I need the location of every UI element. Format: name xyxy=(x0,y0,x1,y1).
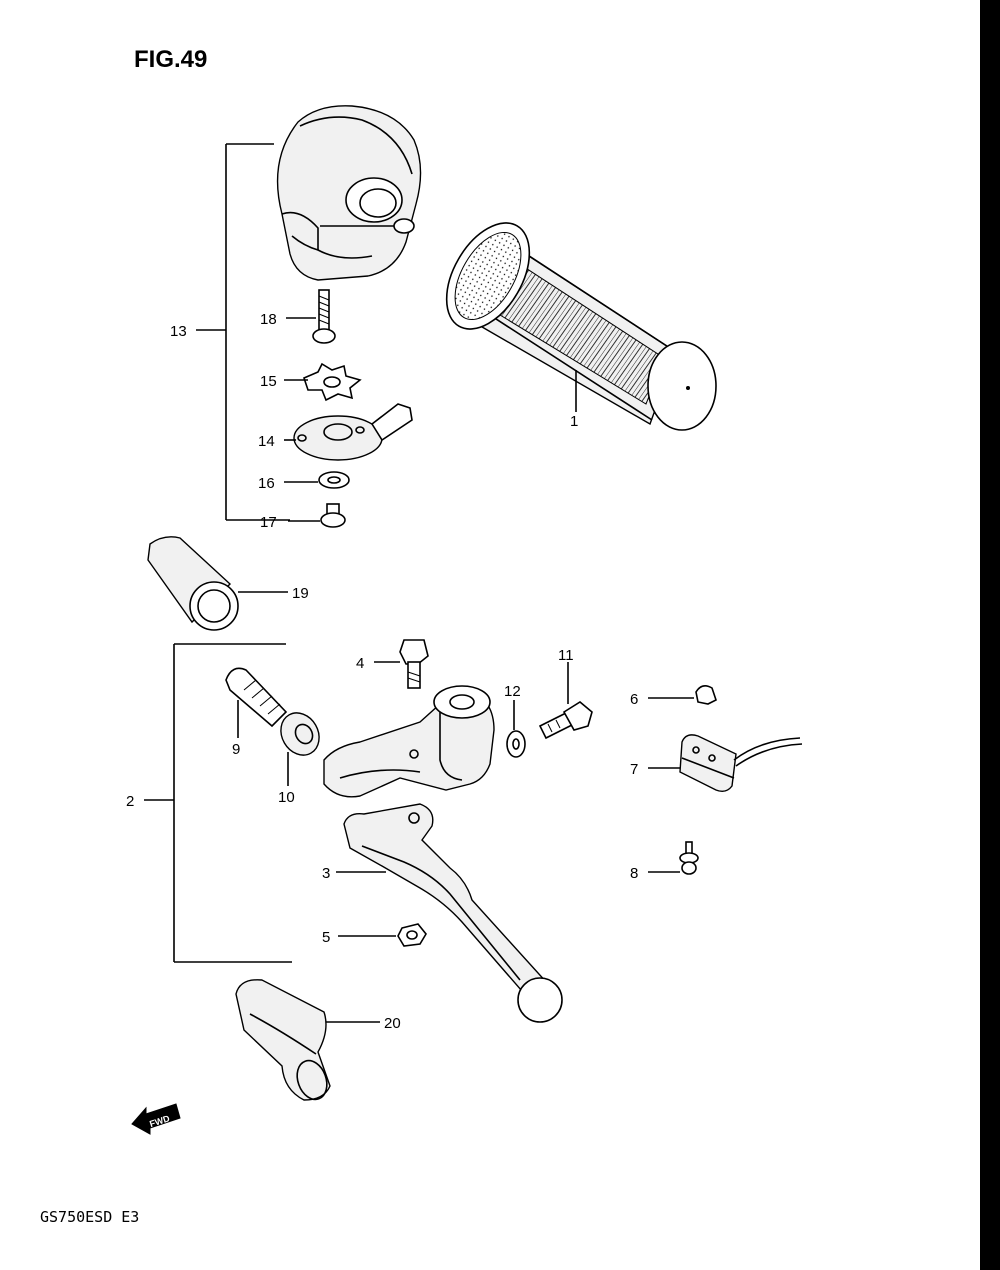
part-12-washer xyxy=(506,730,526,758)
model-code: GS750ESD E3 xyxy=(40,1208,139,1226)
part-10-lock-nut xyxy=(280,712,320,756)
scan-edge-bar xyxy=(980,0,1000,1270)
callout-7: 7 xyxy=(630,761,638,778)
part-4-pivot-bolt xyxy=(399,639,429,689)
part-16-washer xyxy=(318,471,350,489)
callout-6: 6 xyxy=(630,691,638,708)
bracket-2 xyxy=(173,643,292,963)
part-15-star-washer xyxy=(303,362,362,402)
part-19-cable-boot xyxy=(147,536,239,631)
part-1-handlebar-grip xyxy=(445,222,717,431)
part-8-screw xyxy=(679,841,699,875)
part-6-switch-screw xyxy=(695,684,717,705)
part-5-lever-nut xyxy=(397,923,427,947)
callout-10: 10 xyxy=(278,789,295,806)
part-9-adjuster-bolt xyxy=(225,667,288,728)
callout-3: 3 xyxy=(322,865,330,882)
callout-4: 4 xyxy=(356,655,364,672)
part-13-switch-housing xyxy=(276,105,422,281)
figure-title: FIG.49 xyxy=(134,46,207,73)
callout-8: 8 xyxy=(630,865,638,882)
callout-13: 13 xyxy=(170,323,187,340)
bracket-13 xyxy=(225,143,290,521)
fwd-direction-arrow-icon: FWD xyxy=(131,1103,181,1135)
part-14-guide-plate xyxy=(293,403,413,461)
part-3-clutch-lever xyxy=(343,803,563,1023)
callout-12: 12 xyxy=(504,683,521,700)
part-11-bolt xyxy=(538,701,593,740)
callout-15: 15 xyxy=(260,373,277,390)
callout-5: 5 xyxy=(322,929,330,946)
callout-17: 17 xyxy=(260,514,277,531)
part-7-clutch-switch xyxy=(679,734,803,793)
callout-9: 9 xyxy=(232,741,240,758)
callout-19: 19 xyxy=(292,585,309,602)
callout-14: 14 xyxy=(258,433,275,450)
part-20-lever-cover xyxy=(235,979,331,1101)
callout-11: 11 xyxy=(558,647,574,664)
callout-18: 18 xyxy=(260,311,277,328)
callout-16: 16 xyxy=(258,475,275,492)
callout-2: 2 xyxy=(126,793,134,810)
part-17-screw xyxy=(320,503,346,528)
callout-20: 20 xyxy=(384,1015,401,1032)
part-2-lever-holder xyxy=(323,685,495,798)
callout-1: 1 xyxy=(570,413,578,430)
part-18-screw xyxy=(312,289,336,344)
